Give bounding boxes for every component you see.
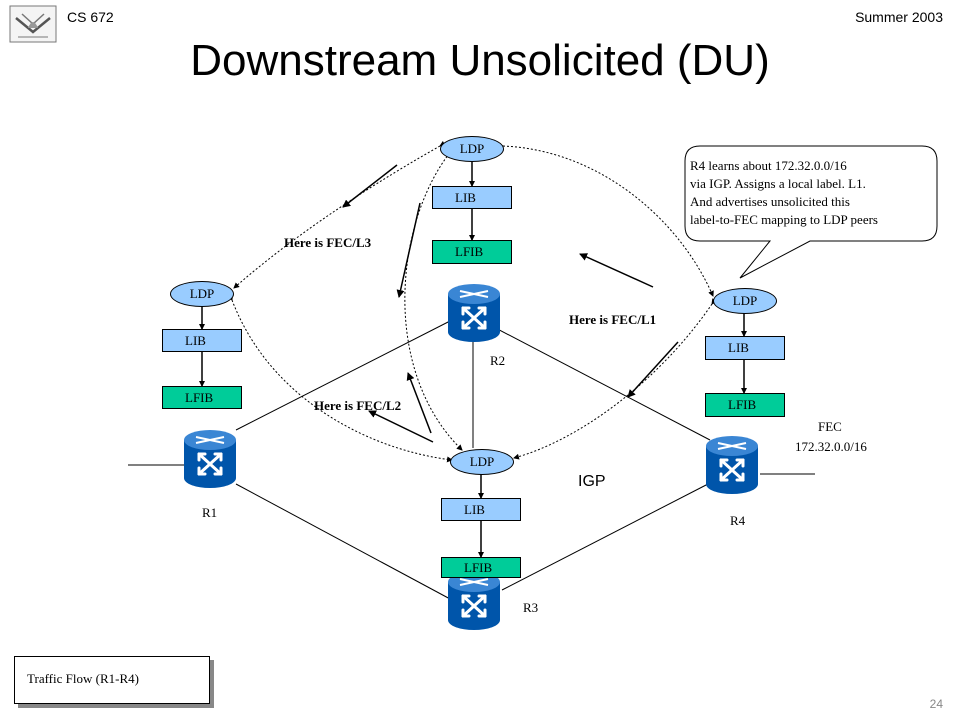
course-label: CS 672: [67, 9, 114, 25]
slide-title: Downstream Unsolicited (DU): [190, 36, 770, 85]
r2-lfib-box: LFIB: [432, 240, 512, 264]
callout-text: R4 learns about 172.32.0.0/16 via IGP. A…: [690, 157, 935, 229]
callout-line: R4 learns about 172.32.0.0/16: [690, 158, 847, 173]
router-label-r2: R2: [490, 353, 506, 368]
router-r3-icon: [448, 572, 500, 630]
r1-lib-box: LIB: [162, 329, 242, 352]
callout-line: via IGP. Assigns a local label. L1.: [690, 176, 866, 191]
r3-ldp-node: LDP: [450, 449, 514, 475]
message-fec-l3: Here is FEC/L3: [284, 235, 372, 250]
term-label: Summer 2003: [855, 9, 943, 25]
igp-label: IGP: [578, 473, 606, 490]
r4-lfib-box: LFIB: [705, 393, 785, 417]
r4-lib-box: LIB: [705, 336, 785, 360]
r2-lib-box: LIB: [432, 186, 512, 209]
message-fec-l2: Here is FEC/L2: [314, 398, 402, 413]
traffic-flow-label: Traffic Flow (R1-R4): [27, 671, 139, 686]
callout-line: And advertises unsolicited this: [690, 194, 850, 209]
router-label-r3: R3: [523, 600, 539, 615]
router-label-r4: R4: [730, 513, 746, 528]
page-number: 24: [929, 697, 943, 711]
callout-line: label-to-FEC mapping to LDP peers: [690, 212, 878, 227]
r3-lib-box: LIB: [441, 498, 521, 521]
message-fec-l1: Here is FEC/L1: [569, 312, 657, 327]
router-r2-icon: [448, 284, 500, 342]
r1-ldp-node: LDP: [170, 281, 234, 307]
fec-label: FEC: [818, 419, 842, 434]
traffic-flow-legend: Traffic Flow (R1-R4): [14, 656, 210, 704]
r1-lfib-box: LFIB: [162, 386, 242, 409]
university-logo: [9, 5, 57, 43]
router-r1-icon: [184, 430, 236, 488]
fec-prefix: 172.32.0.0/16: [795, 439, 867, 454]
router-r4-icon: [706, 436, 758, 494]
r3-lfib-box: LFIB: [441, 557, 521, 578]
r2-ldp-node: LDP: [440, 136, 504, 162]
router-label-r1: R1: [202, 505, 218, 520]
r4-ldp-node: LDP: [713, 288, 777, 314]
